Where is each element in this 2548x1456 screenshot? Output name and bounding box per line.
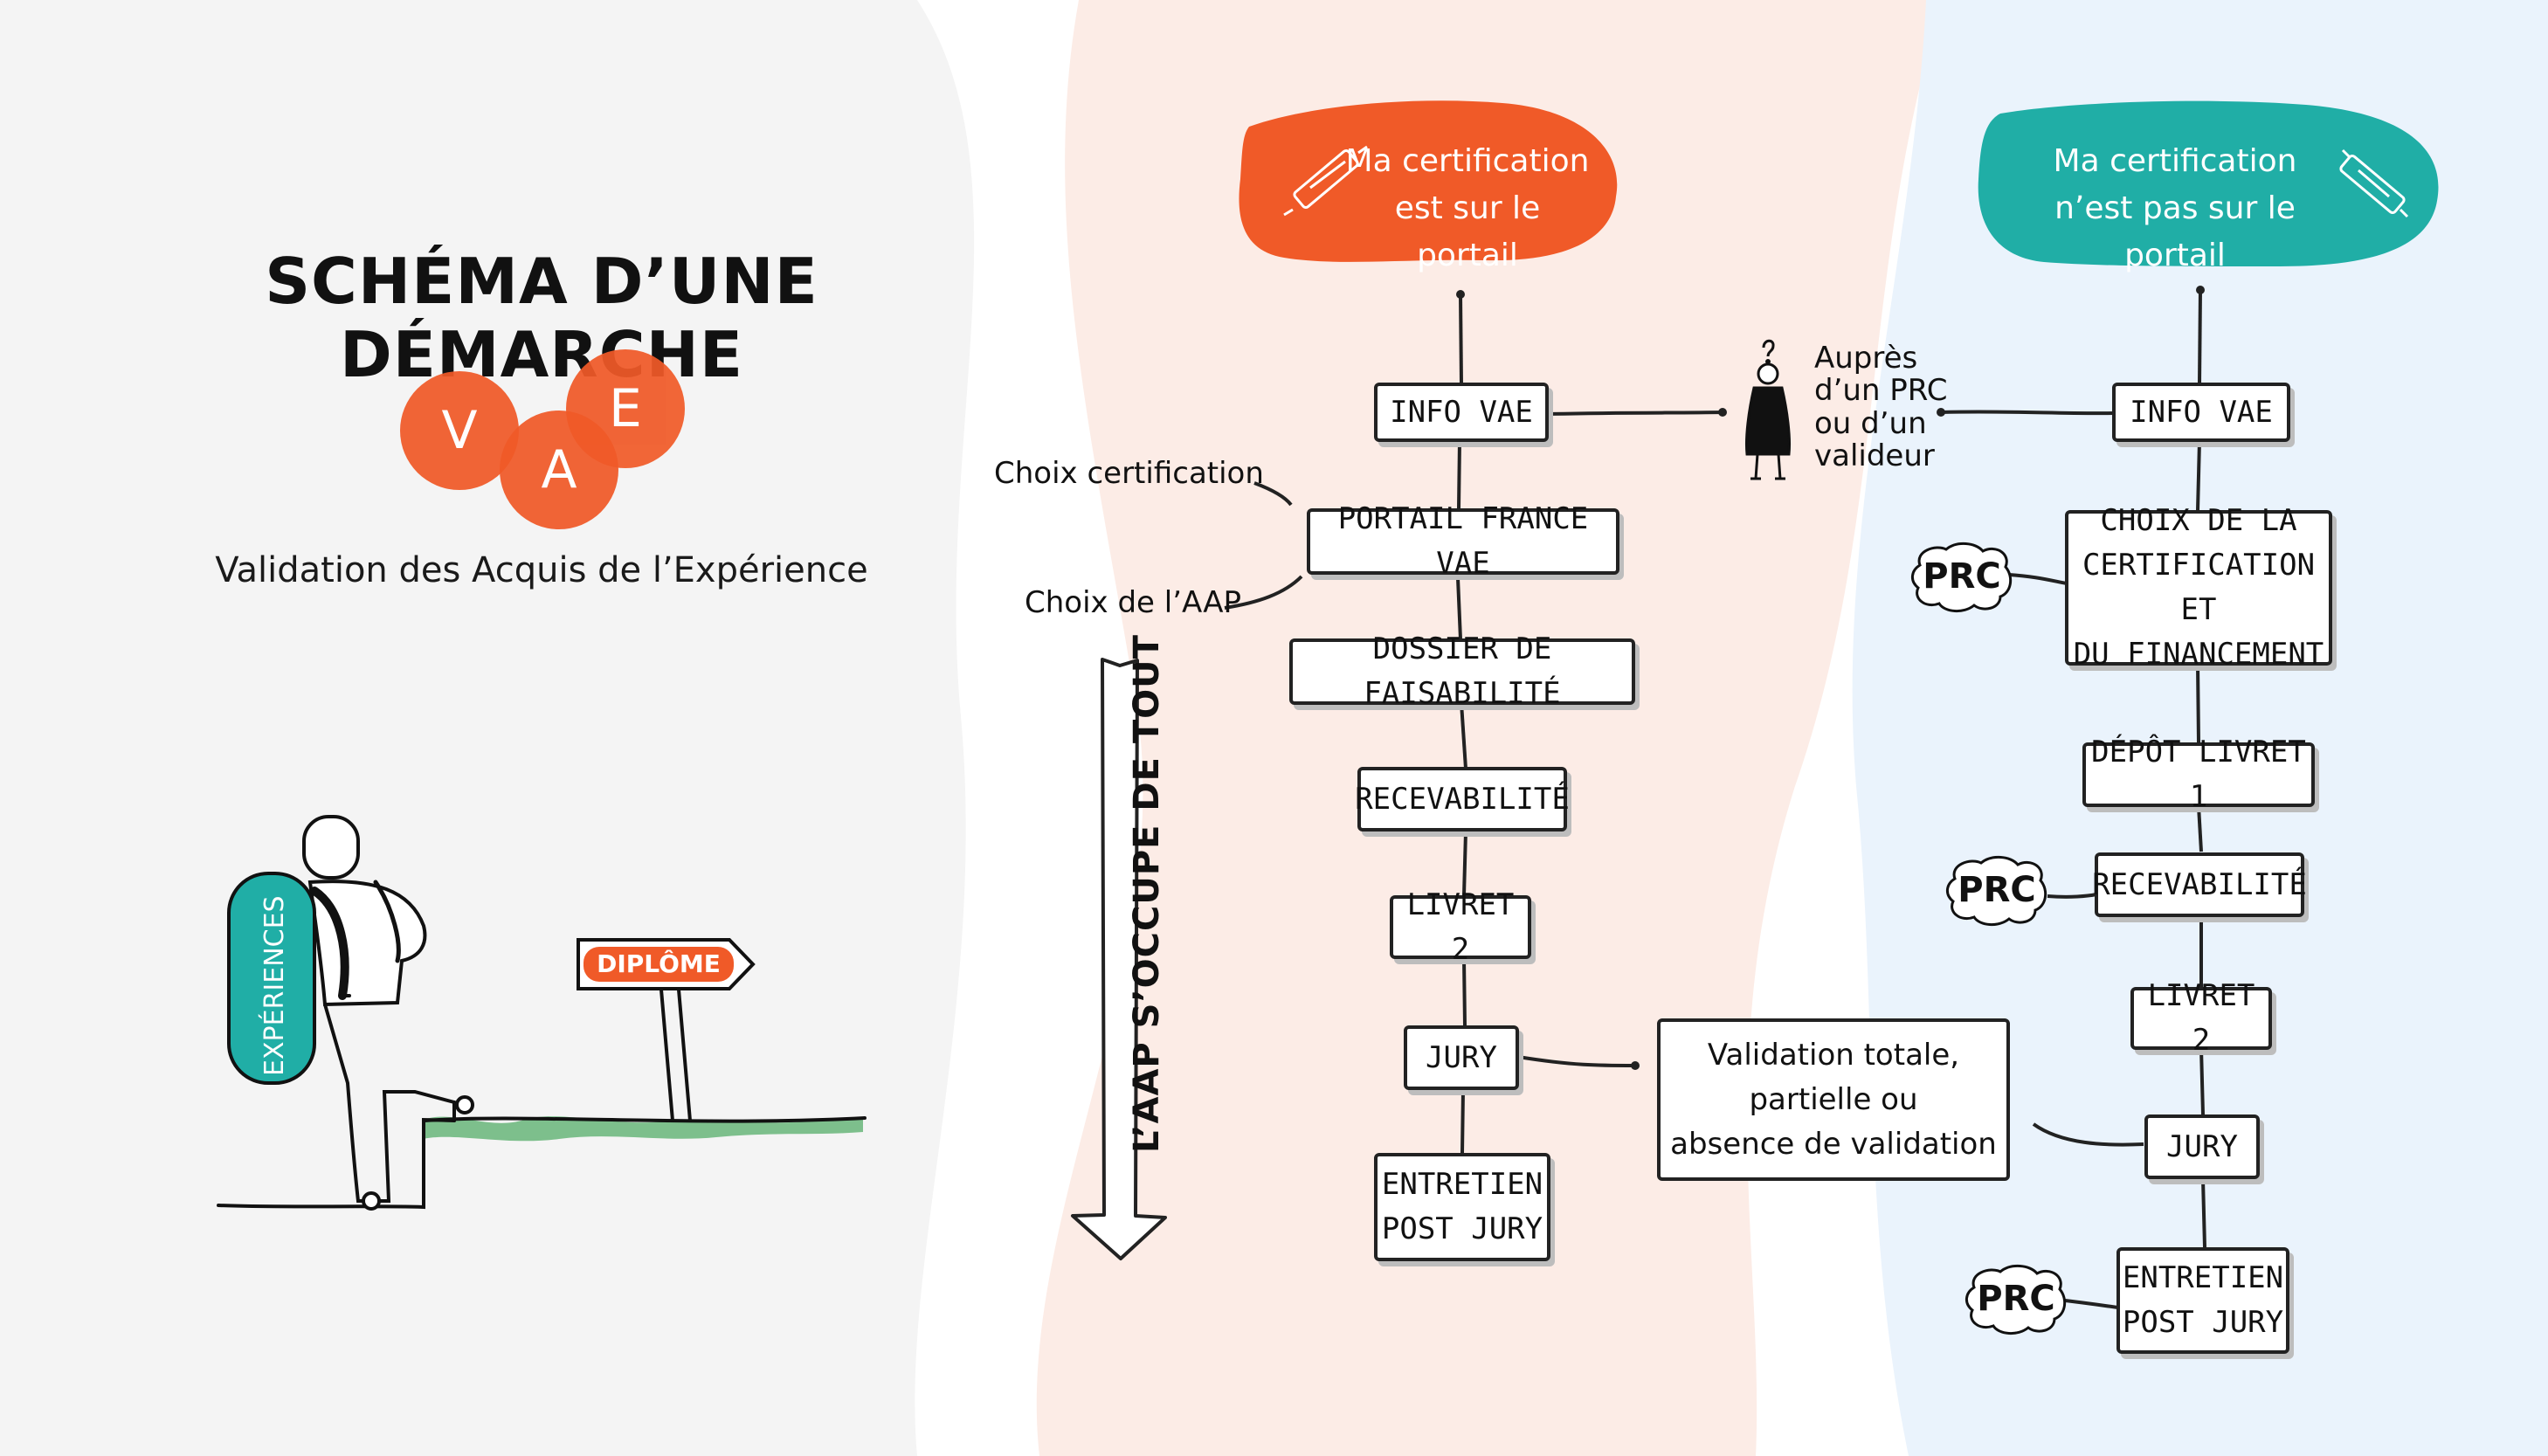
offportal-step-entretien-post-jury: ENTRETIEN POST JURY — [2116, 1247, 2289, 1354]
vae-logo-circle-a: A — [500, 411, 618, 529]
prc-badge-text: PRC — [1923, 556, 2001, 597]
choix-certification-label: Choix certification — [994, 456, 1264, 491]
vae-logo-letter-v: V — [441, 400, 478, 461]
prc-badge-shape — [1965, 1265, 2067, 1335]
portal-flow-connectors — [1224, 293, 2115, 1154]
validation-note-text: Validation totale, partielle ou absence … — [1670, 1037, 1997, 1162]
portal-header-label: Ma certification est sur le portail — [1345, 143, 1590, 273]
vae-logo-letter-e: E — [609, 378, 642, 439]
prc-badge-text: PRC — [1977, 1279, 2055, 1319]
vae-logo-circle-v: V — [400, 371, 519, 490]
person-question-icon — [1745, 339, 1791, 480]
prc-badge-text: PRC — [1958, 870, 2036, 910]
portal-step-recevabilite: RECEVABILITÉ — [1355, 767, 1570, 832]
vae-logo-letter-a: A — [541, 439, 577, 500]
page-subtitle: Validation des Acquis de l’Expérience — [215, 550, 868, 590]
prc-badge: PRC — [1909, 539, 2014, 614]
portal-step-dossier-faisabilite: DOSSIER DE FAISABILITÉ — [1289, 631, 1635, 711]
portal-step-info-vae: INFO VAE — [1374, 383, 1549, 442]
offportal-step-livret-2: LIVRET 2 — [2130, 978, 2272, 1058]
portal-step-livret-2: LIVRET 2 — [1390, 887, 1531, 967]
offportal-step-recevabilite: RECEVABILITÉ — [2092, 852, 2307, 917]
choix-aap-label: Choix de l’AAP — [1025, 585, 1241, 620]
offportal-step-jury: JURY — [2144, 1114, 2260, 1179]
portal-step-jury: JURY — [1404, 1025, 1519, 1090]
offportal-step-depot-livret-1: DÉPÔT LIVRET 1 — [2082, 735, 2315, 814]
prc-badge-shape — [1946, 856, 2047, 926]
offportal-step-info-vae: INFO VAE — [2112, 383, 2290, 442]
prc-badge: PRC — [1964, 1261, 2068, 1336]
backpack-label: EXPÉRIENCES — [259, 895, 290, 1076]
prc-badge-shape — [1911, 542, 2013, 612]
offportal-header-label: Ma certification n’est pas sur le portai… — [2053, 143, 2297, 273]
scroll-icon — [1283, 145, 1368, 217]
diploma-sign-label: DIPLÔME — [597, 949, 721, 978]
scroll-icon — [2339, 148, 2409, 218]
portal-header-cloud — [1239, 100, 1618, 262]
aap-arrow-label: L’AAP S’OCCUPE DE TOUT — [1127, 634, 1167, 1153]
prc-badge: PRC — [1944, 852, 2049, 928]
offportal-flow-connectors — [2008, 289, 2206, 1309]
portal-step-portail-france-vae: PORTAIL FRANCE VAE — [1307, 501, 1619, 581]
hiker-illustration — [217, 815, 867, 1211]
page-title: SCHÉMA D’UNE DÉMARCHE — [265, 245, 818, 391]
down-arrow — [1071, 658, 1167, 1260]
validation-note-box: Validation totale, partielle ou absence … — [1657, 1018, 2010, 1181]
portal-step-entretien-post-jury: ENTRETIEN POST JURY — [1374, 1153, 1550, 1261]
offportal-step-choix-certification: CHOIX DE LA CERTIFICATION ET DU FINANCEM… — [2065, 503, 2332, 672]
advisor-label: Auprès d’un PRC ou d’un valideur — [1814, 341, 1948, 474]
offportal-header-cloud — [1978, 100, 2439, 267]
